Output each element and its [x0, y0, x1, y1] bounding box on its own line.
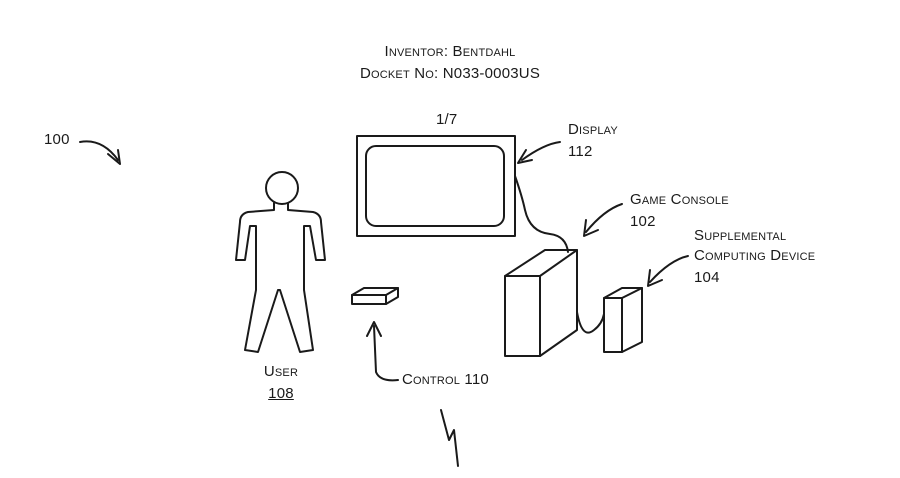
supplemental-label-line2: Computing Device	[694, 247, 816, 264]
docket-line: Docket No: N033-0003US	[359, 65, 541, 82]
game-console-arrow	[583, 203, 623, 237]
supplemental-device	[603, 287, 643, 353]
display-label: Display	[568, 121, 618, 138]
controller-device	[351, 287, 399, 305]
user-label: User	[263, 363, 299, 380]
display-number: 112	[568, 143, 593, 160]
display-arrow	[517, 141, 561, 164]
console-cable	[576, 311, 605, 334]
supplemental-arrow	[647, 255, 689, 287]
control-arrow	[366, 321, 399, 382]
figure-reference: 100	[44, 131, 70, 148]
sheet-number: 1/7	[436, 111, 458, 128]
user-number: 108	[268, 385, 294, 402]
supplemental-label-line1: Supplemental	[694, 227, 787, 244]
display-cable	[514, 175, 569, 253]
game-console-device	[504, 249, 578, 357]
inventor-line: Inventor: Bentdahl	[384, 43, 516, 60]
figure-reference-arrow	[79, 140, 121, 165]
display-device	[356, 135, 516, 237]
game-console-label: Game Console	[630, 191, 729, 208]
game-console-number: 102	[630, 213, 656, 230]
supplemental-number: 104	[694, 269, 720, 286]
user-figure	[235, 171, 326, 353]
control-label: Control 110	[402, 371, 489, 388]
wireless-signal-bolt	[440, 409, 459, 467]
